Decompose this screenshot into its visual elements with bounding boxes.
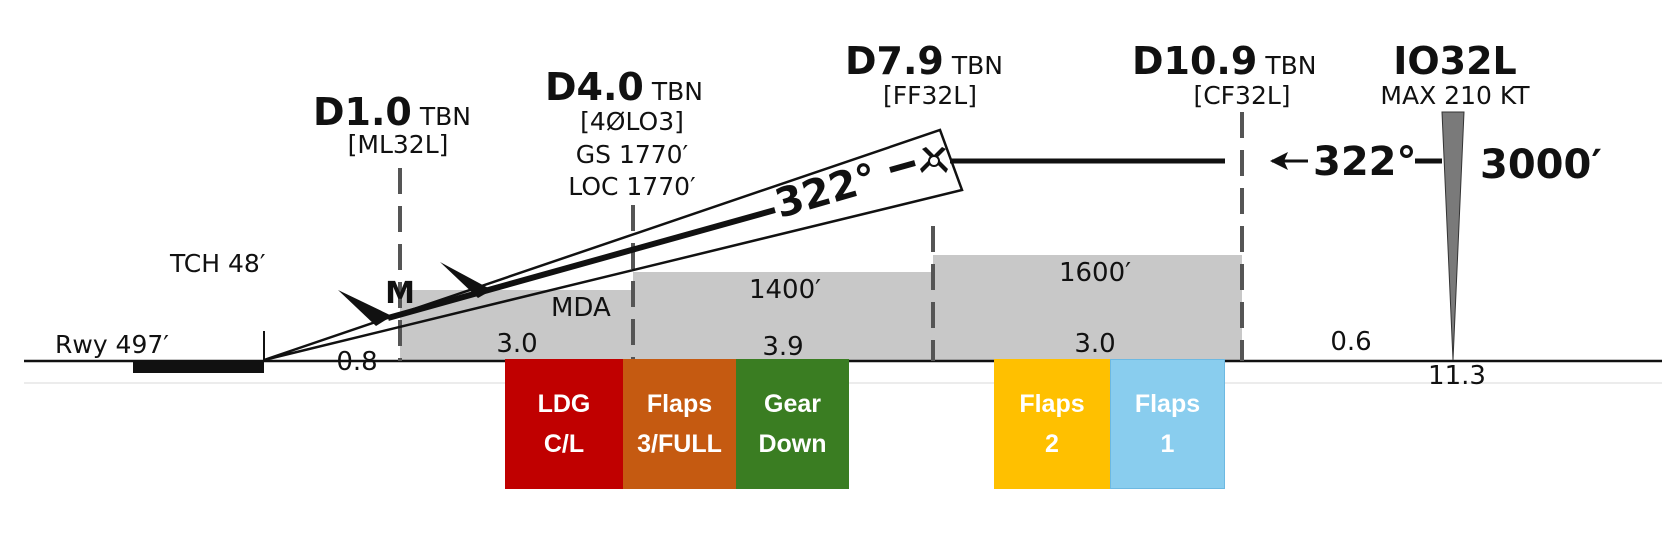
fix-d7-ref: [FF32L]: [883, 81, 977, 110]
fix-d4-gs: GS 1770′: [576, 140, 689, 169]
course-descent-label: 322°: [770, 155, 882, 228]
fix-if-name: IO32L: [1393, 39, 1517, 83]
ldg-checklist-box: LDG C/L: [505, 359, 623, 489]
segment-distance-2: 3.0: [496, 329, 537, 359]
fix-if-speed: MAX 210 KT: [1380, 81, 1530, 110]
terrain-block-1600: [933, 255, 1242, 360]
mda-label: MDA: [551, 293, 611, 323]
fix-d4-loc: LOC 1770′: [568, 172, 696, 201]
flaps-1-box: Flaps 1: [1110, 359, 1225, 489]
segment-distance-1: 0.8: [336, 347, 377, 377]
segment-distance-4: 3.0: [1074, 329, 1115, 359]
tch-label: TCH 48′: [169, 249, 266, 278]
fix-d4-ref: [4ØLO3]: [580, 107, 684, 136]
glideslope-wedge: [263, 128, 964, 362]
faf-cross-icon: [920, 147, 948, 173]
terrain-block-mda: [400, 290, 633, 360]
flaps-3-full-box: Flaps 3/FULL: [623, 359, 736, 489]
runway-label: Rwy 497′: [55, 330, 169, 359]
if-marker-icon: [1441, 111, 1465, 361]
initial-altitude-label: 3000′: [1480, 142, 1602, 188]
descent-path-dash: [889, 160, 916, 173]
aircraft-icon: [338, 290, 392, 326]
min-altitude-1400: 1400′: [749, 275, 821, 305]
fix-d10-ref: [CF32L]: [1193, 81, 1290, 110]
total-distance: 11.3: [1428, 361, 1486, 391]
descent-path: [387, 207, 776, 321]
missed-marker-label: M: [385, 276, 415, 311]
aircraft-icon-2: [440, 262, 492, 298]
course-inbound-label: 322°: [1313, 139, 1417, 185]
fix-d1-ref: [ML32L]: [348, 130, 449, 159]
runway-bar: [133, 362, 264, 373]
flaps-2-box: Flaps 2: [994, 359, 1110, 489]
segment-distance-3: 3.9: [762, 332, 803, 362]
min-altitude-1600: 1600′: [1059, 258, 1131, 288]
terrain-block-1400: [633, 272, 933, 360]
segment-distance-5: 0.6: [1330, 327, 1371, 357]
gear-down-box: Gear Down: [736, 359, 849, 489]
inbound-arrowhead-icon: [1270, 152, 1288, 170]
